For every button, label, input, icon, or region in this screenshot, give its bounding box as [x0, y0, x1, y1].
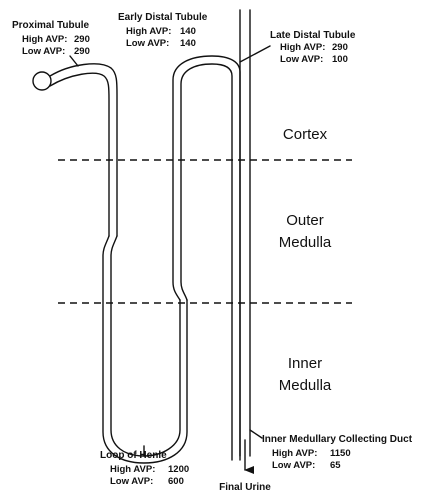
proximal-tubule-title: Proximal Tubule	[12, 20, 89, 31]
proximal-tubule-pointer	[69, 55, 79, 67]
glomerulus-capsule	[32, 71, 52, 91]
late-distal-tubule-low-label: Low AVP:	[280, 54, 323, 65]
late-distal-tubule-high-label: High AVP:	[280, 42, 325, 53]
inner-medullary-collecting-duct-low-label: Low AVP:	[272, 460, 315, 471]
early-distal-tubule	[172, 55, 241, 461]
loop-of-henle-inner-wall	[102, 235, 188, 464]
region-outer-medulla-label-line1: Outer	[286, 212, 324, 229]
inner-medullary-collecting-duct-high-value: 1150	[330, 448, 351, 459]
final-urine-label: Final Urine	[219, 482, 271, 493]
loop-of-henle-high-label: High AVP:	[110, 464, 155, 475]
proximal-tubule	[49, 63, 118, 237]
late-distal-tubule-low-value: 100	[332, 54, 348, 65]
late-distal-tubule-title: Late Distal Tubule	[270, 30, 356, 41]
early-distal-tubule-title: Early Distal Tubule	[118, 12, 208, 23]
loop-of-henle-low-label: Low AVP:	[110, 476, 153, 487]
early-distal-tubule-low-value: 140	[180, 38, 196, 49]
early-distal-tubule-low-label: Low AVP:	[126, 38, 169, 49]
early-distal-tubule-inner-wall	[180, 63, 233, 461]
proximal-tubule-low-label: Low AVP:	[22, 46, 65, 57]
proximal-tubule-inner-wall	[49, 72, 110, 237]
region-cortex-label: Cortex	[283, 126, 328, 143]
inner-medullary-collecting-duct-high-label: High AVP:	[272, 448, 317, 459]
region-outer-medulla-label-line2: Medulla	[279, 234, 332, 251]
loop-of-henle-title: Loop of Henle	[100, 450, 167, 461]
early-distal-tubule-high-value: 140	[180, 26, 196, 37]
proximal-tubule-high-value: 290	[74, 34, 90, 45]
inner-medullary-collecting-duct-title: Inner Medullary Collecting Duct	[262, 434, 413, 445]
late-distal-tubule-high-value: 290	[332, 42, 348, 53]
inner-medullary-collecting-duct-low-value: 65	[330, 460, 341, 471]
collecting-duct-pointer	[249, 429, 263, 439]
early-distal-tubule-high-label: High AVP:	[126, 26, 171, 37]
proximal-tubule-high-label: High AVP:	[22, 34, 67, 45]
late-distal-tubule-pointer	[239, 45, 271, 63]
region-inner-medulla-label-line1: Inner	[288, 355, 322, 372]
proximal-tubule-low-value: 290	[74, 46, 90, 57]
loop-of-henle-high-value: 1200	[168, 464, 189, 475]
loop-of-henle	[110, 235, 181, 457]
region-inner-medulla-label-line2: Medulla	[279, 377, 332, 394]
loop-of-henle-low-value: 600	[168, 476, 184, 487]
